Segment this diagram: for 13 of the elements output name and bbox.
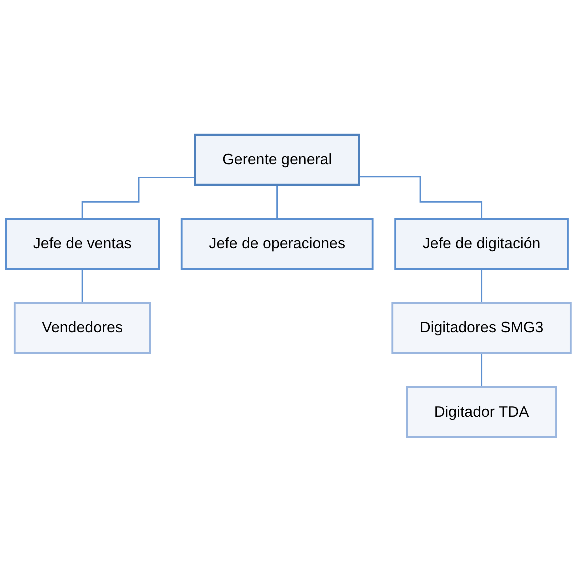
connector bbox=[481, 268, 483, 304]
connector bbox=[276, 184, 278, 220]
connector bbox=[82, 177, 196, 220]
connector bbox=[82, 268, 84, 304]
node-box: Jefe de operaciones bbox=[180, 218, 374, 270]
connector bbox=[359, 176, 483, 220]
node-box: Digitadores SMG3 bbox=[392, 302, 572, 354]
node-box: Vendedores bbox=[14, 302, 152, 354]
node-box: Gerente general bbox=[194, 134, 360, 186]
node-box: Digitador TDA bbox=[406, 386, 558, 439]
connector bbox=[481, 352, 483, 388]
node-box: Jefe de digitación bbox=[394, 218, 569, 270]
node-box: Jefe de ventas bbox=[5, 218, 160, 270]
